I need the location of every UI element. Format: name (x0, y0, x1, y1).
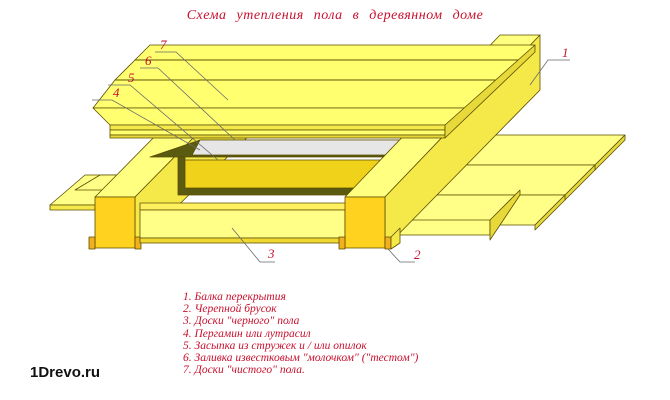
left-beam-front (94, 196, 136, 249)
legend-item: 6. Заливка известковым "молочком" ("тест… (183, 352, 419, 365)
legend-item: 1. Балка перекрытия (183, 291, 286, 303)
center-subfloor (139, 202, 351, 244)
right-board-4-edge (489, 189, 521, 241)
legend-item: 4. Пергамин или лутрасил (183, 327, 311, 340)
callout-7: 7 (160, 37, 167, 52)
site-logo: 1Drevo.ru (30, 364, 101, 381)
legend-list: 1. Балка перекрытия 2. Черепной брусок 3… (183, 291, 418, 376)
callout-2: 2 (414, 247, 421, 262)
filler (184, 159, 386, 189)
legend-item: 7. Доски "чистого" пола. (183, 364, 305, 377)
insulation-cavity (149, 139, 421, 196)
finish-board-2 (114, 59, 521, 81)
finish-floor (92, 44, 536, 139)
leader-7 (155, 51, 229, 101)
finish-floor-edge-3 (109, 134, 446, 139)
legend-item: 5. Засыпка из стружек и / или опилок (183, 339, 367, 352)
left-cleat-l (88, 236, 96, 250)
left-board-front (49, 204, 96, 211)
center-board-top (139, 209, 346, 239)
leader-5 (108, 84, 219, 161)
finish-board-1 (134, 44, 536, 61)
finish-floor-edge-2 (109, 129, 446, 136)
finish-floor-right-edge (444, 44, 536, 139)
legend-item: 2. Черепной брусок (183, 303, 277, 316)
leader-4 (92, 99, 201, 151)
leader-3 (231, 227, 275, 263)
diagram-title: Схема утепления пола в деревянном доме (186, 8, 484, 23)
finish-board-4 (92, 107, 466, 126)
leader-1 (529, 59, 570, 86)
callout-5: 5 (128, 70, 135, 85)
callout-3: 3 (267, 246, 275, 261)
white-layer (191, 139, 411, 156)
right-cleat-r (384, 236, 392, 250)
leader-6 (140, 67, 236, 141)
leader-lines (92, 51, 570, 263)
center-board-back (139, 202, 351, 211)
callout-4: 4 (113, 85, 120, 100)
legend-item: 3. Доски "черного" пола (183, 315, 300, 328)
right-board-3-edge (534, 194, 566, 231)
finish-board-3 (92, 79, 501, 109)
leader-2 (387, 248, 415, 263)
right-cleat-l (338, 236, 346, 250)
right-cleat-side (390, 227, 401, 250)
callout-6: 6 (145, 53, 152, 68)
callout-1: 1 (562, 45, 569, 60)
right-beam-front (344, 196, 386, 249)
